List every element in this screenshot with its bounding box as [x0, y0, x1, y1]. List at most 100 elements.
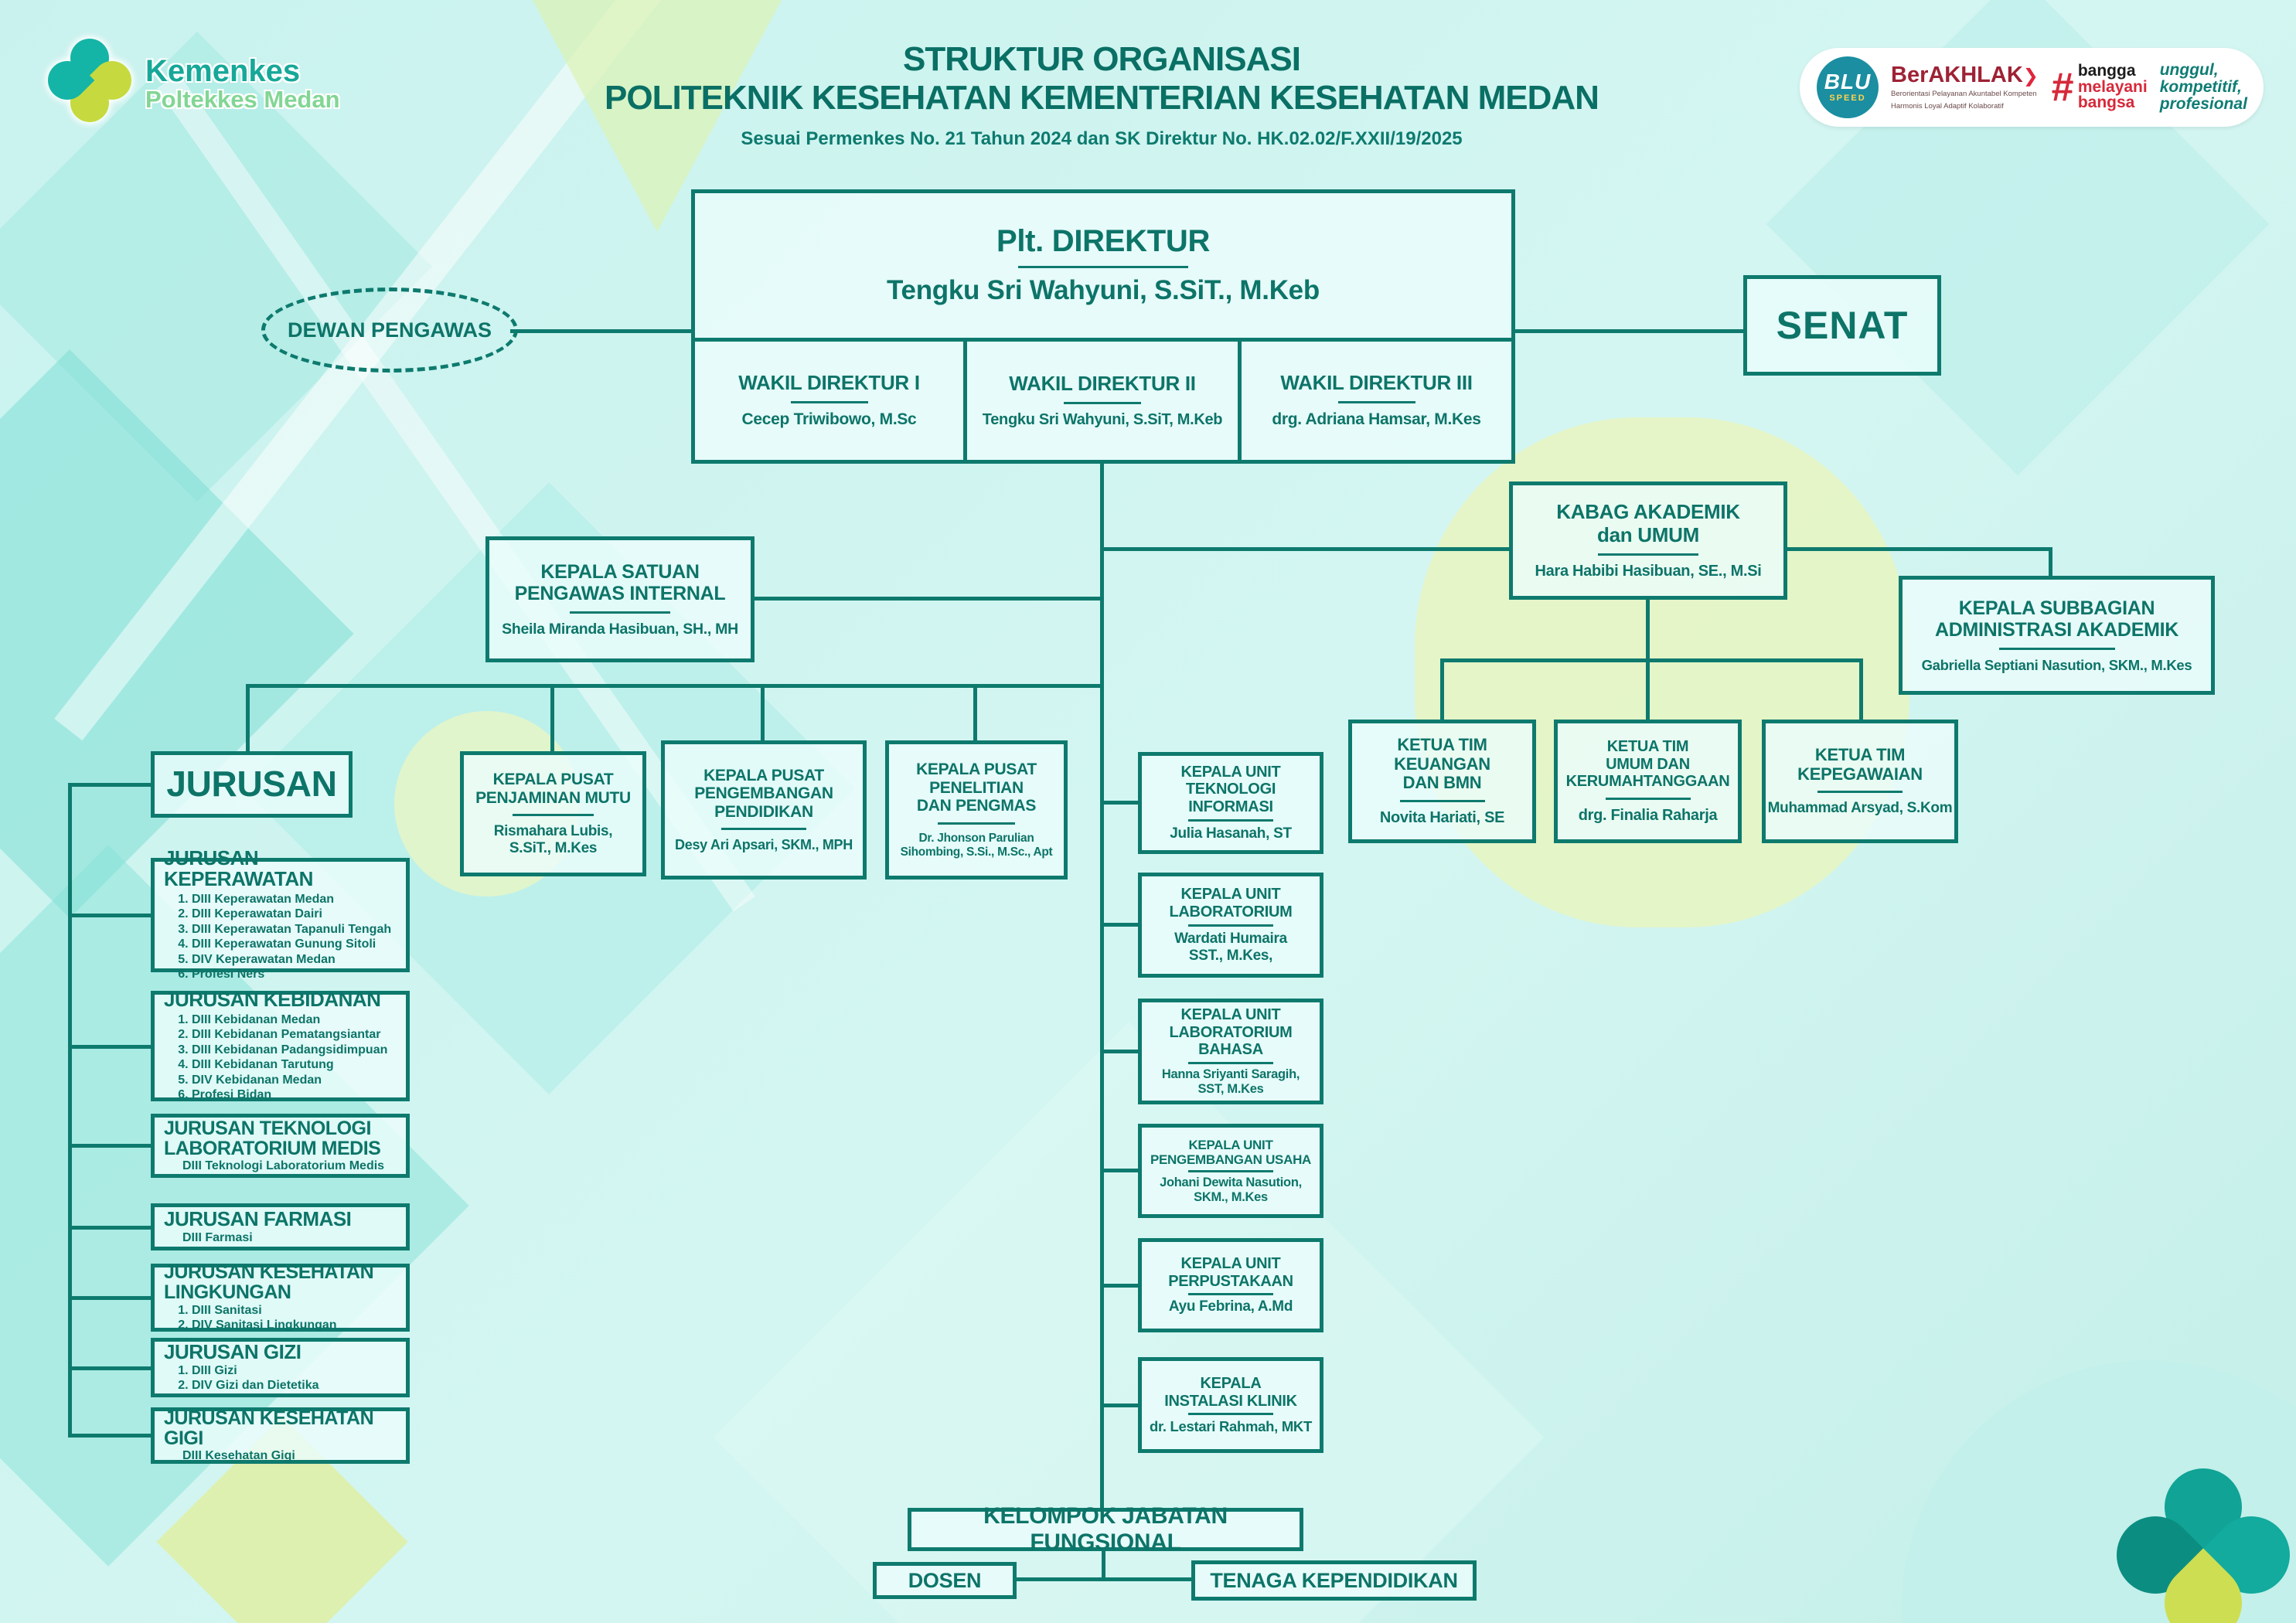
connector-spi-link	[753, 597, 1102, 601]
box-pusat-pengembangan-pendidikan: KEPALA PUSAT PENGEMBANGAN PENDIDIKAN Des…	[661, 740, 867, 880]
box-jurusan-kesehatan-lingkungan: JURUSAN KESEHATAN LINGKUNGAN DIII Sanita…	[151, 1261, 410, 1332]
spi-title: KEPALA SATUAN PENGAWAS INTERNAL	[514, 560, 726, 604]
logo-text-poltekkes: Poltekkes Medan	[145, 85, 340, 113]
kabag-title: KABAG AKADEMIK dan UMUM	[1556, 500, 1740, 546]
blu-speed-logo: BLU SPEED	[1817, 56, 1879, 118]
connector-kelompok-down	[1102, 1550, 1105, 1580]
program-item: DIV Gizi dan Dietetika	[192, 1378, 319, 1393]
unit1-title: KEPALA UNIT TEKNOLOGI INFORMASI	[1180, 763, 1281, 815]
connector-j6-stub	[68, 1366, 153, 1370]
direktur-title: Plt. DIREKTUR	[996, 224, 1211, 259]
pusat1-title: KEPALA PUSAT PENJAMINAN MUTU	[475, 771, 631, 807]
direktur-name: Tengku Sri Wahyuni, S.SiT., M.Keb	[887, 275, 1320, 306]
motto-text: unggul, kompetitif, profesional	[2159, 60, 2247, 114]
wakil3-title: WAKIL DIREKTUR III	[1280, 371, 1473, 395]
pusat2-title: KEPALA PUSAT PENGEMBANGAN PENDIDIKAN	[694, 766, 833, 821]
connector-unit6-stub	[1102, 1404, 1140, 1407]
box-jurusan-teknologi-lab-medis: JURUSAN TEKNOLOGI LABORATORIUM MEDIS DII…	[151, 1114, 410, 1178]
box-direktur: Plt. DIREKTUR Tengku Sri Wahyuni, S.SiT.…	[691, 189, 1515, 342]
connector-unit4-stub	[1102, 1169, 1140, 1172]
box-wakil-direktur-2: WAKIL DIREKTUR II Tengku Sri Wahyuni, S.…	[963, 338, 1242, 464]
berakhlak-subtext2: Harmonis Loyal Adaptif Kolaboratif	[1891, 101, 2004, 111]
box-jurusan-kesehatan-gigi: JURUSAN KESEHATAN GIGI DIII Kesehatan Gi…	[151, 1407, 410, 1464]
connector-direktur-senat	[1514, 329, 1744, 333]
page-subtitle: Sesuai Permenkes No. 21 Tahun 2024 dan S…	[741, 128, 1463, 150]
kemenkes-logo: Kemenkes Poltekkes Medan	[39, 30, 340, 131]
wakil1-name: Cecep Triwibowo, M.Sc	[741, 410, 917, 429]
berakhlak-subtext1: Berorientasi Pelayanan Akuntabel Kompete…	[1891, 89, 2037, 98]
blu-text: BLU	[1824, 69, 1872, 94]
kelompok-label: KELOMPOK JABATAN FUNGSIONAL	[983, 1503, 1228, 1555]
box-satuan-pengawas-internal: KEPALA SATUAN PENGAWAS INTERNAL Sheila M…	[485, 536, 755, 662]
box-unit-laboratorium-bahasa: KEPALA UNIT LABORATORIUM BAHASA Hanna Sr…	[1138, 999, 1323, 1104]
berakhlak-logo: BerAKHLAK❯ Berorientasi Pelayanan Akunta…	[1891, 62, 2039, 111]
box-ketua-tim-kepegawaian: KETUA TIM KEPEGAWAIAN Muhammad Arsyad, S…	[1762, 720, 1958, 843]
pusat2-name: Desy Ari Apsari, SKM., MPH	[675, 837, 853, 853]
program-item: DIII Keperawatan Gunung Sitoli	[192, 937, 391, 952]
pusat1-name: Rismahara Lubis, S.SiT., M.Kes	[493, 823, 613, 857]
kemenkes-clover-icon	[39, 30, 140, 131]
kabag-name: Hara Habibi Hasibuan, SE., M.Si	[1535, 562, 1762, 580]
ketua1-title: KETUA TIM KEUANGAN DAN BMN	[1394, 735, 1490, 793]
unit4-title: KEPALA UNIT PENGEMBANGAN USAHA	[1150, 1137, 1312, 1167]
connector-trunk	[1100, 462, 1104, 1510]
program-item: DIV Kebidanan Medan	[192, 1073, 387, 1088]
connector-jurusan-drop	[246, 686, 250, 754]
subbag-title: KEPALA SUBBAGIAN ADMINISTRASI AKADEMIK	[1935, 597, 2178, 641]
unit5-name: Ayu Febrina, A.Md	[1168, 1298, 1293, 1315]
ketua2-title: KETUA TIM UMUM DAN KERUMAHTANGGAAN	[1565, 738, 1730, 791]
connector-row-line	[246, 684, 1104, 688]
unit4-name: Johani Dewita Nasution, SKM., M.Kes	[1160, 1175, 1302, 1204]
ketua3-title: KETUA TIM KEPEGAWAIAN	[1797, 744, 1923, 784]
connector-kabag-branch	[1102, 547, 1511, 551]
logo-text-kemenkes: Kemenkes	[145, 53, 301, 88]
program-item: DIII Kebidanan Pematangsiantar	[192, 1027, 387, 1043]
connector-j4-stub	[68, 1226, 153, 1230]
box-kabag-akademik-umum: KABAG AKADEMIK dan UMUM Hara Habibi Hasi…	[1509, 481, 1787, 600]
box-unit-laboratorium: KEPALA UNIT LABORATORIUM Wardati Humaira…	[1138, 873, 1323, 978]
unit3-name: Hanna Sriyanti Saragih, SST, M.Kes	[1161, 1067, 1300, 1096]
connector-ketua-hline	[1440, 658, 1863, 662]
berakhlak-text: BerAKHLAK	[1891, 62, 2023, 87]
box-unit-perpustakaan: KEPALA UNIT PERPUSTAKAAN Ayu Febrina, A.…	[1138, 1238, 1323, 1332]
connector-j1-stub	[68, 914, 153, 917]
branding-badge: BLU SPEED BerAKHLAK❯ Berorientasi Pelaya…	[1800, 48, 2264, 127]
program-item: DIII Gizi	[192, 1363, 319, 1379]
connector-jurusan-spine	[68, 783, 72, 1438]
j5-title: JURUSAN KESEHATAN LINGKUNGAN	[164, 1261, 374, 1304]
bangga-melayani-bangsa-logo: # bangga melayani bangsa	[2051, 63, 2148, 111]
bangga-word3: bangsa	[2077, 94, 2135, 112]
connector-unit5-stub	[1102, 1284, 1140, 1288]
box-jurusan-header: JURUSAN	[151, 751, 353, 818]
wakil3-name: drg. Adriana Hamsar, M.Kes	[1272, 410, 1481, 429]
connector-ketua-drop1	[1440, 661, 1444, 721]
j7-title: JURUSAN KESEHATAN GIGI	[164, 1407, 374, 1449]
connector-j3-stub	[68, 1144, 153, 1148]
program-item: Profesi Ners	[192, 967, 391, 982]
page-title-line2: POLITEKNIK KESEHATAN KEMENTERIAN KESEHAT…	[605, 79, 1599, 117]
box-pusat-penelitian-pengmas: KEPALA PUSAT PENELITIAN DAN PENGMAS Dr. …	[885, 740, 1068, 880]
box-tenaga-kependidikan: TENAGA KEPENDIDIKAN	[1191, 1560, 1477, 1601]
box-jurusan-kebidanan: JURUSAN KEBIDANAN DIII Kebidanan Medan D…	[151, 989, 410, 1101]
box-ketua-tim-umum: KETUA TIM UMUM DAN KERUMAHTANGGAAN drg. …	[1554, 720, 1742, 843]
pusat3-title: KEPALA PUSAT PENELITIAN DAN PENGMAS	[916, 760, 1037, 815]
box-unit-teknologi-informasi: KEPALA UNIT TEKNOLOGI INFORMASI Julia Ha…	[1138, 752, 1323, 854]
hashtag-icon: #	[2050, 64, 2073, 110]
page-title-line1: STRUKTUR ORGANISASI	[903, 40, 1301, 78]
box-senat: SENAT	[1743, 275, 1941, 376]
program-item: DIV Keperawatan Medan	[192, 952, 391, 968]
box-instalasi-klinik: KEPALA INSTALASI KLINIK dr. Lestari Rahm…	[1138, 1357, 1323, 1453]
program-item: DIII Farmasi	[182, 1230, 253, 1244]
box-jurusan-gizi: JURUSAN GIZI DIII Gizi DIV Gizi dan Diet…	[151, 1338, 410, 1397]
unit5-title: KEPALA UNIT PERPUSTAKAAN	[1168, 1255, 1293, 1290]
program-item: DIII Sanitasi	[192, 1303, 337, 1318]
spi-name: Sheila Miranda Hasibuan, SH., MH	[502, 620, 738, 638]
connector-pusat1-drop	[550, 686, 554, 751]
connector-pusat2-drop	[761, 686, 765, 742]
j3-title: JURUSAN TEKNOLOGI LABORATORIUM MEDIS	[164, 1117, 381, 1159]
program-item: DIII Kesehatan Gigi	[182, 1449, 295, 1463]
program-item: DIII Keperawatan Dairi	[192, 907, 391, 922]
wakil2-name: Tengku Sri Wahyuni, S.SiT, M.Keb	[982, 411, 1223, 429]
page-header: STRUKTUR ORGANISASI POLITEKNIK KESEHATAN…	[479, 40, 1724, 150]
wakil1-title: WAKIL DIREKTUR I	[738, 371, 920, 395]
